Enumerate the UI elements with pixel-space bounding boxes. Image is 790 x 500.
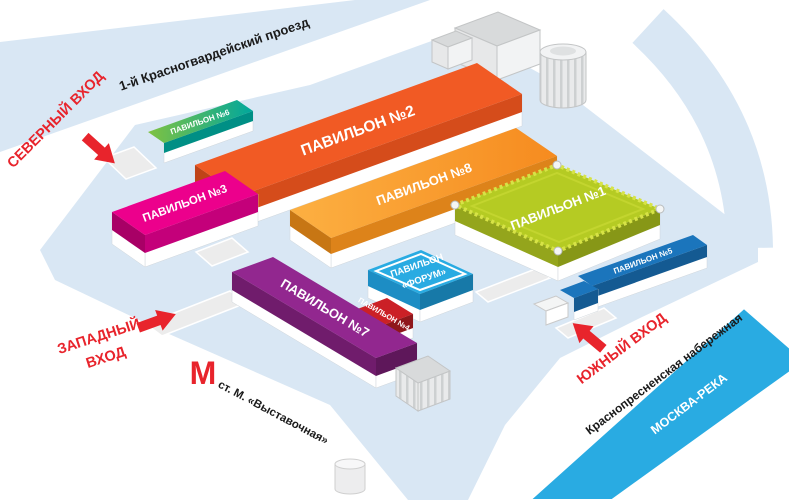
pavilion-3-wall (145, 194, 258, 253)
pavilion-forum-wall (368, 270, 420, 310)
pavilion-forum-roof (368, 250, 473, 294)
pavilion-7-wall (232, 272, 376, 376)
walkway-north (102, 146, 158, 180)
walkway-forum-p1 (474, 267, 552, 303)
pavilion-7-roof (232, 257, 417, 358)
pavilion-8-wall (290, 210, 331, 254)
kiosk-building (532, 295, 570, 326)
pavilion-forum-wall (420, 274, 473, 310)
walkway-p3-p7 (194, 237, 250, 267)
pavilion-6[interactable]: ПАВИЛЬОН №6 (148, 100, 254, 164)
pavilion-3-wall (112, 212, 145, 253)
pavilion-1-wall (558, 209, 660, 267)
pavilion-1-corner-post (553, 246, 563, 256)
small-tank-body (334, 463, 366, 495)
ribbed-hall-roof (394, 355, 452, 384)
pavilion-forum-roof-trim (373, 252, 468, 292)
kiosk-wall (545, 302, 569, 326)
storage-tank (539, 43, 587, 109)
pavilion-2-wall (240, 94, 522, 214)
pavilion-1-corner-post (450, 200, 460, 210)
pavilion-8-roof (290, 128, 557, 238)
pavilion-1-corner-post (552, 160, 562, 170)
tank-cap (550, 46, 576, 56)
pavilion-6-roof (148, 100, 253, 143)
small-tank (334, 458, 366, 495)
service-annex-wall (447, 37, 473, 70)
pavilion-forum[interactable]: ПАВИЛЬОН «ФОРУМ» (367, 250, 474, 323)
pavilion-5[interactable]: ПАВИЛЬОН №5 (560, 235, 708, 321)
service-building (430, 11, 542, 81)
pavilion-6-wall (164, 111, 253, 153)
west-entrance-label-line2: ВХОД (84, 344, 128, 372)
pavilion-2-roof (195, 63, 522, 196)
pavilion-5-annex-wall (574, 289, 598, 312)
south-entrance-arrow-icon (572, 323, 607, 353)
pavilion-5-wall (592, 245, 707, 298)
small-tank-top (334, 458, 366, 470)
pavilion-1-roof (449, 162, 666, 254)
ribbed-hall (394, 355, 452, 412)
pavilion-8[interactable]: ПАВИЛЬОН №8 (289, 128, 558, 269)
pavilion-1-wall (455, 205, 558, 267)
pavilion-2[interactable]: ПАВИЛЬОН №2 (194, 63, 523, 229)
road-top (0, 0, 430, 152)
west-entrance-arrow-icon (136, 309, 176, 333)
pavilion-8-wall (331, 156, 557, 254)
road-right (632, 9, 773, 249)
pavilion-7-wall (376, 343, 417, 376)
river-band (528, 306, 790, 500)
pavilion-5-annex-roof (560, 281, 598, 298)
metro-logo-icon: М (190, 355, 217, 391)
pavilion-1[interactable]: ПАВИЛЬОН №1 (449, 160, 666, 282)
pavilion-5-roof (578, 235, 707, 286)
north-entrance-arrow-icon (81, 132, 115, 164)
pavilion-1-roof-ring (469, 171, 646, 244)
tank-body (539, 51, 587, 109)
pavilion-3-roof (112, 171, 258, 235)
pavilion-1-corner-post (655, 204, 665, 214)
